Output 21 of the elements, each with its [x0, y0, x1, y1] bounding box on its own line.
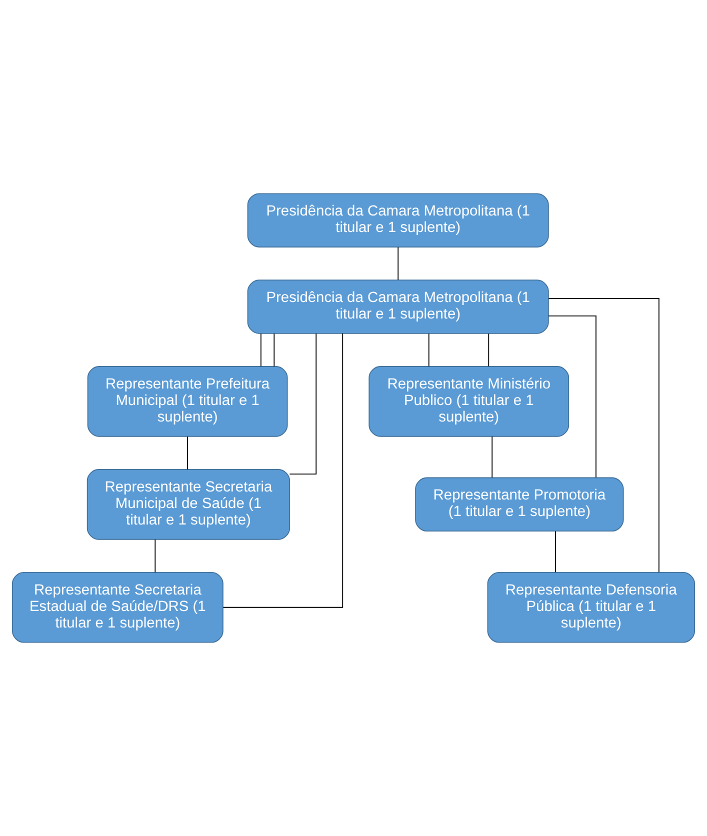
connector: [428, 333, 430, 367]
node-box: Presidência da Camara Metropolitana (1 titular e 1 suplente): [247, 280, 549, 334]
connector: [488, 333, 490, 367]
connector: [548, 298, 660, 573]
connector: [274, 333, 275, 367]
node-box: Representante Secretaria Municipal de Saúde (1 titular e 1 suplente): [86, 469, 290, 540]
connector: [154, 539, 156, 573]
node-box: Presidência da Camara Metropolitana (1 titular e 1 suplente): [247, 193, 549, 248]
connector: [548, 316, 596, 478]
connector: [187, 436, 188, 470]
connector: [222, 332, 344, 608]
connector: [555, 530, 556, 573]
connector: [289, 333, 317, 475]
connector: [260, 333, 262, 367]
node-box: Representante Prefeitura Municipal (1 titular e 1 suplente): [87, 366, 288, 437]
node-box: Representante Secretaria Estadual de Saúde/DRS (1 titular e 1 suplente): [12, 572, 224, 643]
node-box: Representante Ministério Publico (1 titular e 1 suplente): [368, 366, 570, 437]
connector: [398, 246, 399, 280]
connector: [492, 436, 493, 478]
node-box: Representante Promotoria (1 titular e 1 suplente): [415, 477, 624, 532]
node-box: Representante Defensoria Pública (1 titular e 1 suplente): [487, 572, 696, 643]
